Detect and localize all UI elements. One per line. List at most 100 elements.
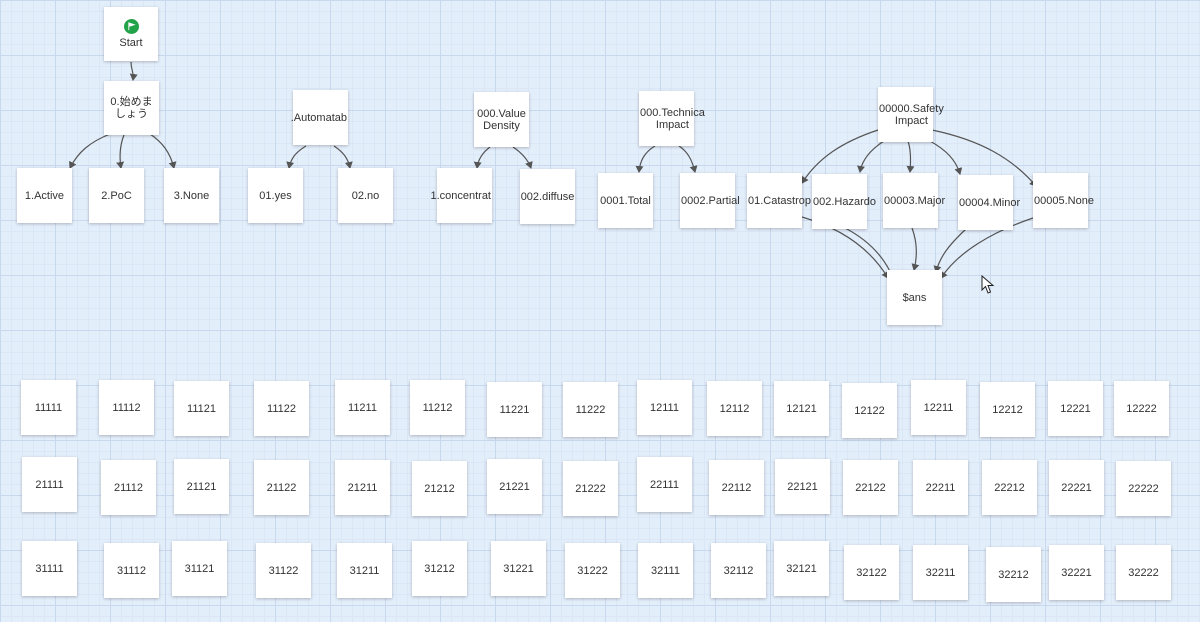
answer-node-yes[interactable]: 01.yes	[248, 168, 303, 223]
outcome-node[interactable]: 32111	[638, 543, 693, 598]
answer-node-minor[interactable]: 00004.Minor	[958, 175, 1020, 230]
outcome-node[interactable]: 12221	[1048, 381, 1103, 436]
answer-node-major[interactable]: 00003.Major	[883, 173, 945, 228]
answer-node-none-safety[interactable]: 00005.None	[1033, 173, 1094, 228]
answer-label: 2.PoC	[101, 189, 132, 202]
question-node-value-density[interactable]: 000.Value Density	[474, 92, 529, 147]
outcome-node[interactable]: 22222	[1116, 461, 1171, 516]
question-node-safety-impact[interactable]: 00000.Safety Impact	[878, 87, 944, 142]
outcome-node[interactable]: 31112	[104, 543, 159, 598]
outcome-node[interactable]: 21122	[254, 460, 309, 515]
outcome-label: 31111	[35, 562, 64, 575]
outcome-node[interactable]: 12222	[1114, 381, 1169, 436]
outcome-node[interactable]: 32112	[711, 543, 766, 598]
outcome-node[interactable]: 11222	[563, 382, 618, 437]
question-node-0[interactable]: 0.始めま しょう	[104, 81, 159, 135]
outcome-label: 21222	[575, 482, 606, 495]
question-label: 0.始めま しょう	[110, 96, 153, 120]
outcome-node[interactable]: 21212	[412, 461, 467, 516]
outcome-node[interactable]: 22221	[1049, 460, 1104, 515]
outcome-node[interactable]: 32121	[774, 541, 829, 596]
outcome-node[interactable]: 22211	[913, 460, 968, 515]
outcome-node[interactable]: 21121	[174, 459, 229, 514]
outcome-label: 12222	[1126, 402, 1157, 415]
outcome-node[interactable]: 31211	[337, 543, 392, 598]
answer-node-none[interactable]: 3.None	[164, 168, 219, 223]
outcome-node[interactable]: 11112	[99, 380, 154, 435]
answer-label: 3.None	[173, 189, 210, 202]
outcome-node[interactable]: 21221	[487, 459, 542, 514]
outcome-label: 11211	[348, 401, 377, 414]
outcome-node[interactable]: 12121	[774, 381, 829, 436]
outcome-node[interactable]: 31121	[172, 541, 227, 596]
mouse-cursor-icon	[981, 274, 995, 294]
outcome-node[interactable]: 31111	[22, 541, 77, 596]
outcome-node[interactable]: 21111	[22, 457, 77, 512]
answer-node-no[interactable]: 02.no	[338, 168, 393, 223]
outcome-node[interactable]: 32212	[986, 547, 1041, 602]
outcome-node[interactable]: 22212	[982, 460, 1037, 515]
outcome-node[interactable]: 31122	[256, 543, 311, 598]
question-node-technical-impact[interactable]: 000.Technica Impact	[639, 91, 705, 146]
outcome-label: 12212	[992, 403, 1023, 416]
result-node[interactable]: $ans	[887, 270, 942, 325]
start-node[interactable]: Start	[104, 7, 158, 61]
outcome-node[interactable]: 12212	[980, 382, 1035, 437]
outcome-label: 11122	[267, 402, 296, 415]
outcome-node[interactable]: 11122	[254, 381, 309, 436]
outcome-node[interactable]: 21211	[335, 460, 390, 515]
outcome-node[interactable]: 32221	[1049, 545, 1104, 600]
answer-node-active[interactable]: 1.Active	[17, 168, 72, 223]
outcome-node[interactable]: 22111	[637, 457, 692, 512]
outcome-node[interactable]: 32211	[913, 545, 968, 600]
outcome-node[interactable]: 22122	[843, 460, 898, 515]
outcome-label: 12122	[854, 404, 885, 417]
outcome-node[interactable]: 22112	[709, 460, 764, 515]
answer-node-concentrated[interactable]: 1.concentrat	[430, 168, 492, 223]
outcome-label: 12211	[923, 401, 954, 414]
outcome-node[interactable]: 21222	[563, 461, 618, 516]
outcome-node[interactable]: 12211	[911, 380, 966, 435]
outcome-label: 21121	[186, 480, 217, 493]
outcome-node[interactable]: 21112	[101, 460, 156, 515]
outcome-node[interactable]: 11111	[21, 380, 76, 435]
outcome-node[interactable]: 31222	[565, 543, 620, 598]
outcome-node[interactable]: 31212	[412, 541, 467, 596]
outcome-label: 11111	[34, 401, 63, 414]
outcome-node[interactable]: 12122	[842, 383, 897, 438]
outcome-node[interactable]: 11211	[335, 380, 390, 435]
outcome-node[interactable]: 12111	[637, 380, 692, 435]
question-node-automatable[interactable]: .Automatab	[291, 90, 348, 145]
outcome-label: 21211	[347, 481, 378, 494]
outcome-node[interactable]: 32122	[844, 545, 899, 600]
answer-label: 00004.Minor	[959, 196, 1021, 209]
answer-node-total[interactable]: 0001.Total	[598, 173, 653, 228]
outcome-node[interactable]: 11121	[174, 381, 229, 436]
outcome-node[interactable]: 31221	[491, 541, 546, 596]
outcome-node[interactable]: 11212	[410, 380, 465, 435]
answer-label: 0001.Total	[600, 194, 651, 207]
edge-q1-a1	[286, 145, 307, 169]
edge-a2-result	[844, 227, 895, 279]
answer-node-diffuse[interactable]: 002.diffuse	[520, 169, 575, 224]
outcome-label: 12221	[1060, 402, 1091, 415]
outcome-label: 11212	[422, 401, 453, 414]
answer-label: 1.concentrat	[430, 189, 491, 202]
start-label: Start	[119, 37, 143, 49]
outcome-label: 21111	[35, 478, 64, 491]
answer-node-hazardous[interactable]: 002.Hazardo	[812, 174, 876, 229]
outcome-label: 31222	[577, 564, 608, 577]
outcome-node[interactable]: 12112	[707, 381, 762, 436]
answer-node-poc[interactable]: 2.PoC	[89, 168, 144, 223]
outcome-node[interactable]: 11221	[487, 382, 542, 437]
outcome-node[interactable]: 22121	[775, 459, 830, 514]
outcome-label: 12111	[650, 401, 679, 414]
outcome-label: 11121	[187, 402, 216, 415]
answer-node-catastrophic[interactable]: 01.Catastrop	[747, 173, 811, 228]
answer-node-partial[interactable]: 0002.Partial	[680, 173, 740, 228]
answer-label: 02.no	[351, 189, 380, 202]
outcome-node[interactable]: 32222	[1116, 545, 1171, 600]
outcome-label: 22221	[1061, 481, 1092, 494]
